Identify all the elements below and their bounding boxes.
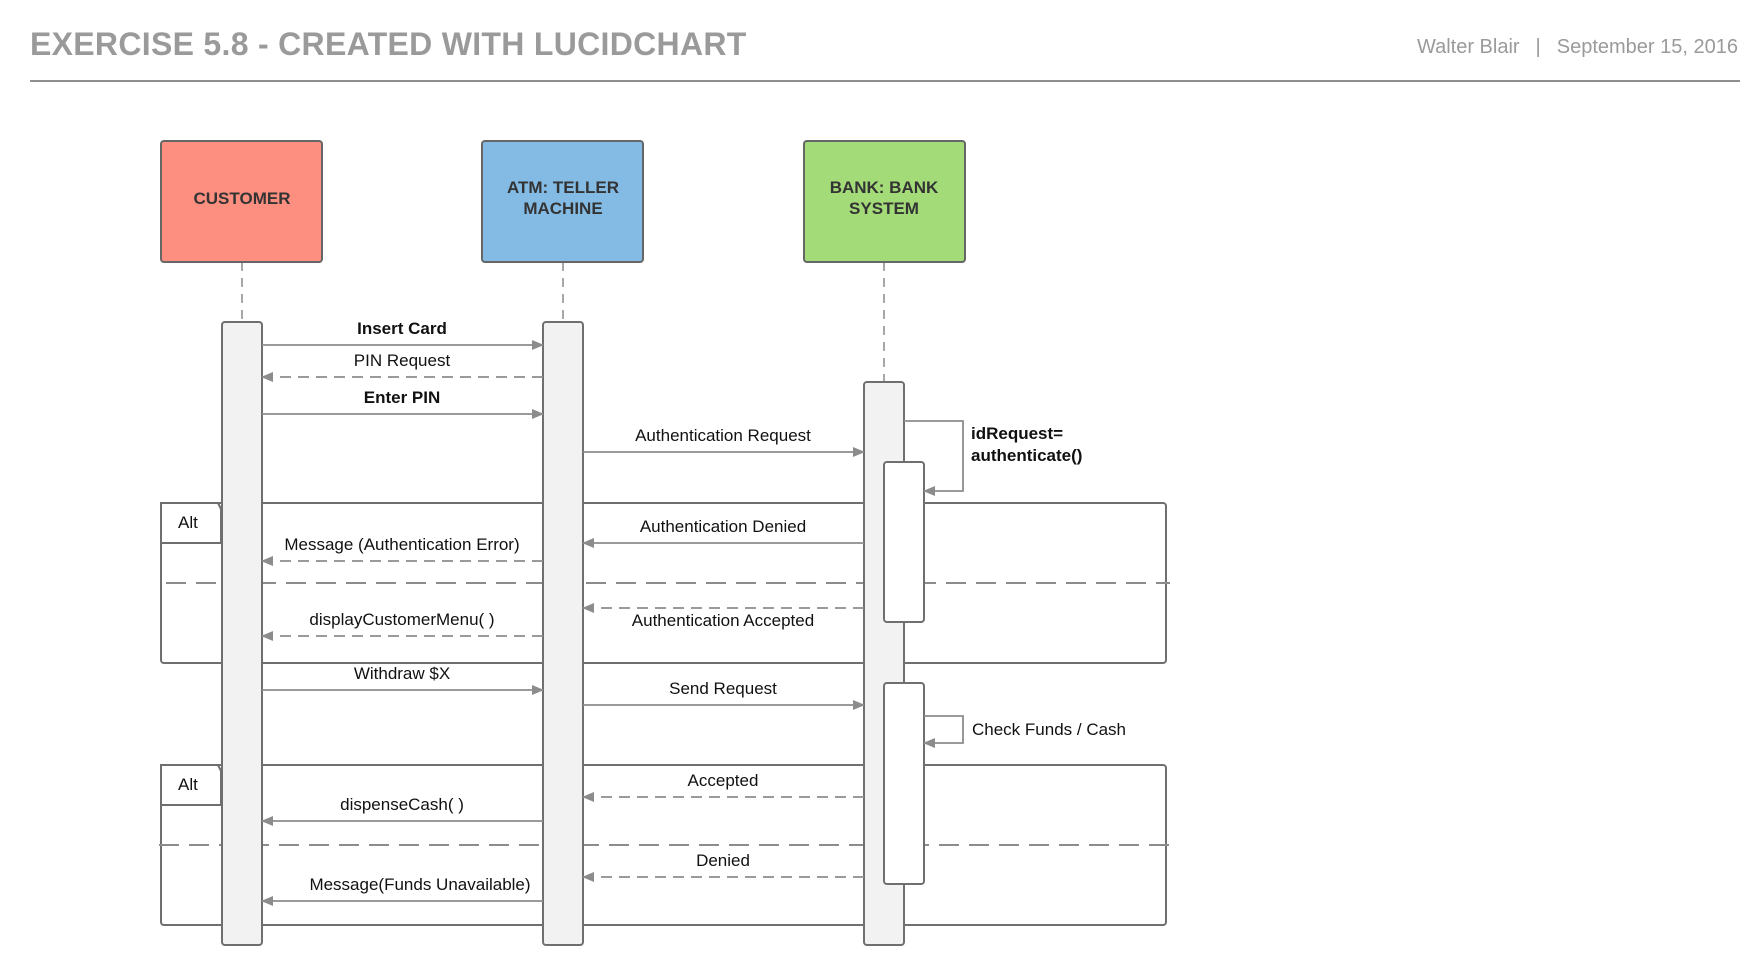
bank-label-line1: BANK: BANK xyxy=(830,178,939,197)
alt-fragment-1: Alt xyxy=(160,502,1170,664)
header-separator: | xyxy=(1535,36,1541,58)
message-denied: Denied xyxy=(582,851,864,882)
msg-label-auth-request: Authentication Request xyxy=(635,426,811,445)
msg-label-enter-pin: Enter PIN xyxy=(364,388,441,407)
message-withdraw: Withdraw $X xyxy=(262,664,544,695)
msg-label-self-call-2: authenticate() xyxy=(971,446,1082,465)
msg-label-denied: Denied xyxy=(696,851,750,870)
diagram-date: September 15, 2016 xyxy=(1556,36,1738,58)
msg-label-insert-card: Insert Card xyxy=(357,319,447,338)
msg-label-auth-denied: Authentication Denied xyxy=(640,517,806,536)
atm-actor: ATM: TELLER MACHINE xyxy=(481,140,644,263)
author-name: Walter Blair xyxy=(1416,36,1520,58)
atm-activation xyxy=(542,321,584,946)
msg-label-dispense-cash: dispenseCash( ) xyxy=(340,795,464,814)
page-title: EXERCISE 5.8 - CREATED WITH LUCIDCHART xyxy=(30,26,747,62)
bank-nested-activation-2 xyxy=(883,682,925,885)
message-display-menu: displayCustomerMenu( ) xyxy=(261,610,543,641)
message-auth-denied: Authentication Denied xyxy=(582,517,864,548)
customer-actor: CUSTOMER xyxy=(160,140,323,263)
msg-label-auth-error: Message (Authentication Error) xyxy=(284,535,519,554)
message-auth-accepted: Authentication Accepted xyxy=(582,603,864,630)
message-auth-request: Authentication Request xyxy=(583,426,865,457)
message-funds-unavailable: Message(Funds Unavailable) xyxy=(261,875,543,906)
msg-label-funds-unavailable: Message(Funds Unavailable) xyxy=(309,875,530,894)
message-check-funds: Check Funds / Cash xyxy=(923,715,1126,748)
alt-label-2: Alt xyxy=(178,775,198,794)
bank-nested-activation-1 xyxy=(883,461,925,623)
bank-actor: BANK: BANK SYSTEM xyxy=(803,140,966,263)
msg-label-accepted: Accepted xyxy=(688,771,759,790)
customer-activation xyxy=(221,321,263,946)
alt-label-1: Alt xyxy=(178,513,198,532)
message-insert-card: Insert Card xyxy=(262,319,544,350)
msg-label-check-funds: Check Funds / Cash xyxy=(972,720,1126,739)
atm-label-line1: ATM: TELLER xyxy=(507,178,619,197)
msg-label-send-request: Send Request xyxy=(669,679,777,698)
atm-label-line2: MACHINE xyxy=(523,199,602,218)
message-pin-request: PIN Request xyxy=(261,351,543,382)
msg-label-auth-accepted: Authentication Accepted xyxy=(632,611,814,630)
customer-label: CUSTOMER xyxy=(194,189,291,208)
msg-label-display-menu: displayCustomerMenu( ) xyxy=(309,610,494,629)
message-enter-pin: Enter PIN xyxy=(262,388,544,419)
header-meta: Walter Blair | September 15, 2016 xyxy=(1417,36,1738,59)
msg-label-pin-request: PIN Request xyxy=(354,351,451,370)
msg-label-withdraw: Withdraw $X xyxy=(354,664,450,683)
alt-fragment-2: Alt xyxy=(159,764,1170,926)
bank-label-line2: SYSTEM xyxy=(849,199,919,218)
message-send-request: Send Request xyxy=(583,679,865,710)
message-dispense-cash: dispenseCash( ) xyxy=(261,795,543,826)
message-accepted: Accepted xyxy=(582,771,864,802)
msg-label-self-call-1: idRequest= xyxy=(971,424,1063,443)
message-self-authenticate: idRequest= authenticate() xyxy=(904,420,1082,496)
header-divider xyxy=(30,80,1740,82)
message-auth-error: Message (Authentication Error) xyxy=(261,535,543,566)
